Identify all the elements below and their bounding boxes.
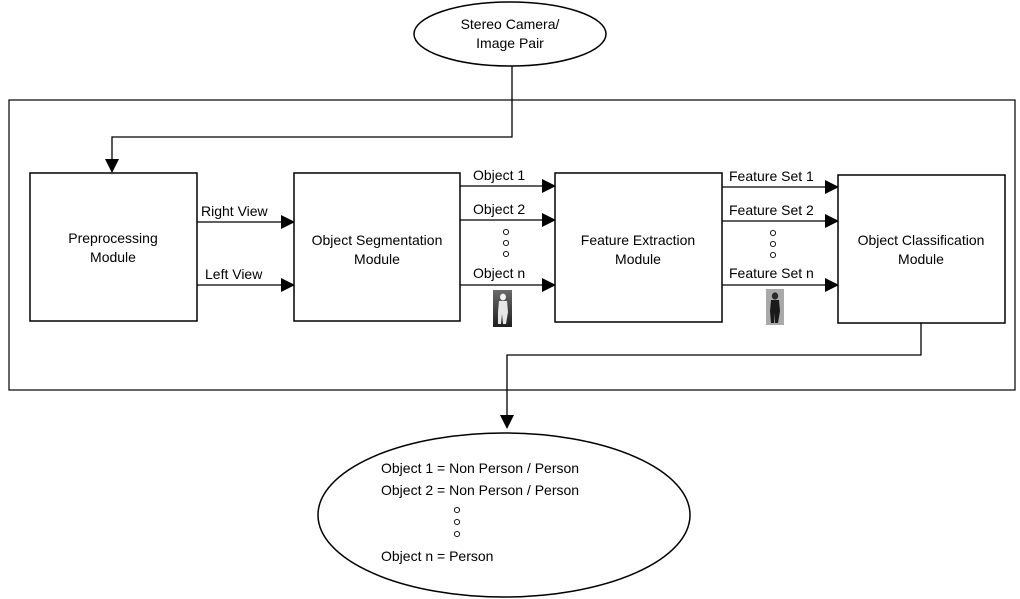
feature-set-n-label: Feature Set n (729, 265, 814, 281)
extraction-module: Feature Extraction Module (554, 172, 723, 323)
segmentation-label-line1: Object Segmentation (312, 232, 443, 248)
left-view-label: Left View (205, 266, 263, 282)
classification-box (837, 174, 1006, 324)
object-2-label: Object 2 (473, 201, 525, 217)
preprocessing-label-line2: Module (90, 249, 136, 265)
classification-label-line1: Object Classification (858, 232, 985, 248)
extraction-box (554, 172, 723, 323)
input-label-line1: Stereo Camera/ (461, 16, 560, 32)
classification-module: Object Classification Module (837, 174, 1006, 324)
extraction-label-line1: Feature Extraction (581, 232, 695, 248)
continuation-dot (453, 530, 461, 538)
feature-set-1-label: Feature Set 1 (729, 168, 814, 184)
preprocessing-box (29, 172, 198, 322)
thumbnail-body (498, 301, 508, 324)
feature-set-2-label: Feature Set 2 (729, 202, 814, 218)
feature-sets-continuation-dots (769, 229, 777, 259)
input-to-preprocessing-arrow (105, 66, 513, 173)
continuation-dot (769, 229, 777, 237)
person-silhouette-icon (766, 289, 784, 325)
segmentation-module: Object Segmentation Module (293, 172, 461, 322)
continuation-dot (453, 518, 461, 526)
continuation-dot (502, 239, 510, 247)
output-continuation-dots (453, 506, 461, 538)
classification-label-line2: Module (898, 251, 944, 267)
input-ellipse (413, 1, 607, 67)
thumbnail-head (771, 292, 779, 300)
objects-continuation-dots (502, 228, 510, 258)
output-ellipse (317, 432, 691, 598)
output-line-2: Object 2 = Non Person / Person (381, 482, 579, 498)
continuation-dot (502, 250, 510, 258)
segmentation-label-line2: Module (354, 251, 400, 267)
classification-to-output-arrow (500, 323, 922, 429)
object-n-label: Object n (473, 265, 525, 281)
continuation-dot (502, 228, 510, 236)
person-silhouette-icon (493, 290, 512, 327)
continuation-dot (453, 506, 461, 514)
continuation-dot (769, 240, 777, 248)
preprocessing-module: Preprocessing Module (29, 172, 198, 322)
right-view-label: Right View (201, 203, 269, 219)
preprocessing-label-line1: Preprocessing (68, 230, 158, 246)
segmentation-box (293, 172, 461, 322)
thumbnail-body (770, 300, 780, 323)
input-label-line2: Image Pair (476, 35, 544, 51)
output-line-n: Object n = Person (381, 548, 493, 564)
extraction-label-line2: Module (615, 251, 661, 267)
thumbnail-head (500, 293, 506, 301)
output-line-1: Object 1 = Non Person / Person (381, 460, 579, 476)
object-1-label: Object 1 (473, 167, 525, 183)
output-node: Object 1 = Non Person / Person Object 2 … (317, 432, 691, 598)
continuation-dot (769, 251, 777, 259)
input-node: Stereo Camera/ Image Pair (413, 1, 607, 67)
